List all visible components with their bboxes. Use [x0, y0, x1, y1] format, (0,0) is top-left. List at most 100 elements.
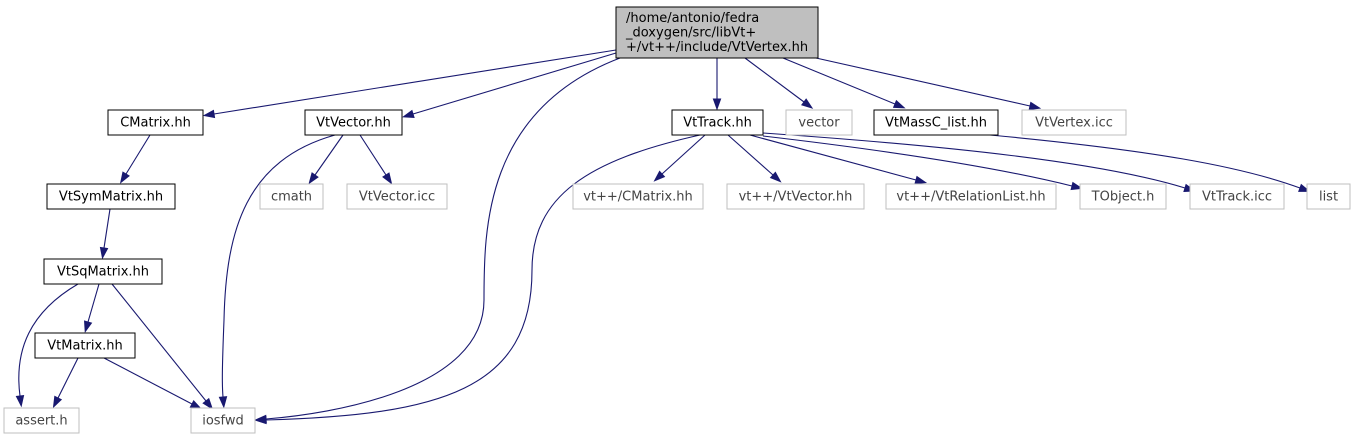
node-box — [1079, 183, 1167, 210]
node-box — [3, 407, 80, 434]
node-label: vt++/VtRelationList.hh — [896, 189, 1045, 204]
edge-line — [412, 52, 617, 115]
arrowhead — [202, 397, 214, 410]
node-label: assert.h — [15, 413, 67, 428]
edge-line — [213, 49, 617, 115]
node-box — [873, 109, 999, 136]
edge-line — [359, 134, 387, 176]
node-box — [726, 183, 865, 210]
edge-root-to-vtvector — [402, 52, 617, 118]
edge-vttrack-to-vtrelation — [749, 134, 928, 185]
node-root[interactable]: /home/antonio/fedra_doxygen/src/libVt++/… — [615, 6, 819, 59]
edge-vtvector-to-vtvectoricc — [359, 134, 393, 185]
edge-vtsqmatrix-to-vtmatrix — [83, 283, 100, 334]
node-label: vt++/CMatrix.hh — [583, 189, 693, 204]
edge-line — [815, 57, 1031, 107]
node-box — [34, 332, 136, 359]
edge-vtvector-to-cmath — [308, 134, 344, 185]
node-label: vt++/VtVector.hh — [739, 189, 853, 204]
node-vtsymmatrix[interactable]: VtSymMatrix.hh — [46, 183, 176, 210]
nodes-layer: /home/antonio/fedra_doxygen/src/libVt++/… — [3, 6, 1351, 434]
arrowhead — [52, 395, 63, 409]
edge-line — [265, 57, 621, 420]
edge-line — [18, 283, 79, 397]
edge-line — [744, 57, 805, 103]
node-vtvector[interactable]: VtVector.hh — [304, 109, 403, 136]
arrowhead — [402, 109, 415, 118]
arrowhead — [99, 246, 109, 260]
node-box — [190, 407, 256, 434]
edge-line — [762, 135, 1073, 187]
node-cmath: cmath — [259, 183, 324, 210]
node-vtmatrix[interactable]: VtMatrix.hh — [34, 332, 136, 359]
edge-vtmassc-to-list — [989, 134, 1311, 192]
node-box — [259, 183, 324, 210]
node-box — [107, 109, 204, 136]
node-cmatrix[interactable]: CMatrix.hh — [107, 109, 204, 136]
arrowhead — [914, 175, 928, 185]
arrowhead — [83, 320, 93, 334]
node-label: VtSqMatrix.hh — [57, 264, 149, 279]
node-box — [1189, 183, 1285, 210]
node-vttrackicc: VtTrack.icc — [1189, 183, 1285, 210]
node-box — [785, 109, 853, 136]
arrowhead — [382, 172, 393, 185]
arrowhead — [1070, 181, 1084, 191]
arrowhead — [892, 99, 906, 109]
edge-line — [265, 134, 701, 421]
node-box — [46, 183, 176, 210]
node-vttrack[interactable]: VtTrack.hh — [671, 109, 764, 136]
node-label: VtMatrix.hh — [47, 338, 123, 353]
edge-vtsymmatrix-to-vtsqmatrix — [99, 208, 111, 260]
edge-root-to-vtvertexicc — [815, 57, 1042, 111]
edge-line — [762, 132, 1186, 189]
node-box — [1306, 183, 1351, 210]
edge-vttrack-to-vttrackicc — [762, 132, 1196, 192]
arrowhead — [189, 399, 203, 410]
edge-vtmatrix-to-iosfwd — [103, 357, 203, 410]
arrowhead — [1028, 101, 1042, 111]
node-label: vector — [798, 115, 840, 130]
node-vtsqmatrix[interactable]: VtSqMatrix.hh — [43, 258, 163, 285]
node-box — [615, 6, 819, 59]
arrowhead — [653, 170, 666, 182]
node-box — [43, 258, 163, 285]
arrowhead — [254, 415, 267, 425]
node-tobject: TObject.h — [1079, 183, 1167, 210]
edge-vttrack-to-iosfwd — [254, 134, 701, 425]
edge-line — [661, 134, 706, 175]
node-vtvectoricc: VtVector.icc — [346, 183, 448, 210]
edges-layer — [15, 49, 1311, 425]
edge-cmatrix-to-vtsymmatrix — [119, 134, 151, 184]
node-label: VtVertex.icc — [1035, 115, 1113, 130]
edge-root-to-vttrack — [712, 58, 722, 111]
node-box — [304, 109, 403, 136]
edge-vtmatrix-to-asserth — [52, 357, 79, 409]
node-box — [671, 109, 764, 136]
edge-vttrack-to-vtcmatrix — [653, 134, 706, 182]
node-vtvtvector: vt++/VtVector.hh — [726, 183, 865, 210]
node-label: CMatrix.hh — [120, 115, 191, 130]
edge-line — [103, 208, 111, 249]
edge-vtsqmatrix-to-iosfwd — [111, 283, 214, 410]
edge-line — [221, 134, 336, 398]
node-label: list — [1319, 189, 1338, 204]
node-label: /home/antonio/fedra — [626, 11, 759, 26]
edge-vtsqmatrix-to-asserth — [15, 283, 79, 408]
edge-line — [749, 134, 917, 181]
edge-root-to-vtmassc — [782, 57, 906, 109]
edge-line — [87, 283, 100, 323]
edge-root-to-vector — [744, 57, 814, 109]
node-box — [1021, 109, 1127, 136]
arrowhead — [119, 171, 130, 184]
arrowhead — [218, 396, 228, 409]
node-vtmassc[interactable]: VtMassC_list.hh — [873, 109, 999, 136]
edge-vttrack-to-tobject — [762, 135, 1084, 191]
node-asserth: assert.h — [3, 407, 80, 434]
node-box — [885, 183, 1057, 210]
node-label: VtVector.icc — [359, 189, 435, 204]
node-label: VtVector.hh — [316, 115, 391, 130]
node-label: VtTrack.hh — [683, 115, 752, 130]
node-vector: vector — [785, 109, 853, 136]
node-label: TObject.h — [1091, 189, 1155, 204]
